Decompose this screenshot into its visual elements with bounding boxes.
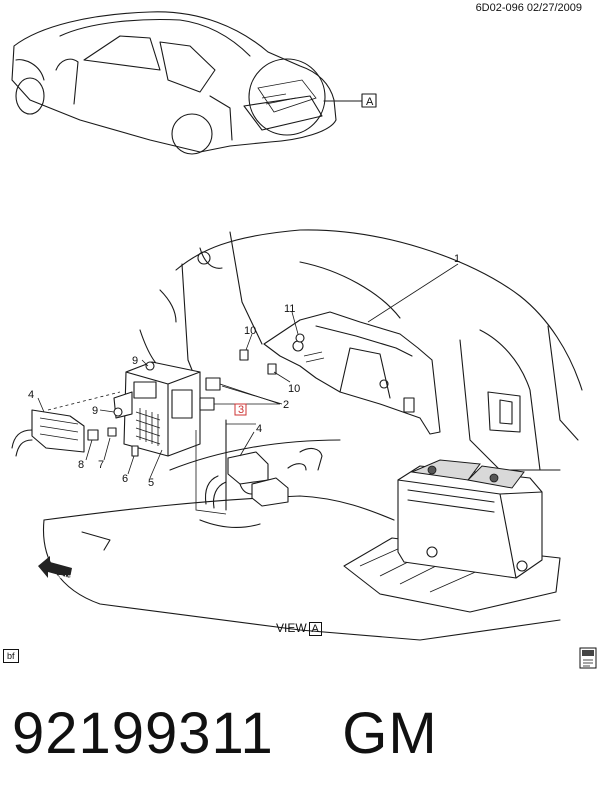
fuse-block: [113, 361, 201, 457]
callout-4-left: 4: [28, 389, 34, 401]
terminal-8: [87, 429, 99, 441]
callout-5: 5: [148, 477, 154, 489]
vehicle-overview-illustration: A: [11, 11, 377, 155]
wire-harness-connector-left: [11, 391, 121, 457]
battery-assembly: [343, 459, 561, 613]
document-symbol-icon: [579, 647, 597, 669]
callout-7: 7: [98, 459, 104, 471]
drawing-reference: 6D02-096 02/27/2009: [475, 2, 582, 14]
terminal-7: [107, 427, 117, 437]
bf-tag: bf: [3, 649, 19, 663]
callout-10-lower: 10: [288, 383, 300, 395]
clip-10-upper: [239, 349, 249, 361]
clip-10-lower: [267, 363, 277, 375]
callout-9-lower: 9: [92, 405, 98, 417]
view-a-marker: A: [366, 96, 374, 108]
callout-2: 2: [283, 399, 289, 411]
bolt-9-lower: [113, 407, 123, 417]
callout-1: 1: [454, 253, 460, 265]
part-number: 92199311 GM: [12, 701, 438, 766]
forward-direction-icon: FWD: [38, 556, 74, 582]
callout-8: 8: [78, 459, 84, 471]
callout-11: 11: [284, 303, 295, 315]
trunk-body-outline: [42, 229, 583, 641]
callout-10-upper: 10: [244, 325, 256, 337]
wire-harness-connector-right: [204, 419, 289, 511]
callout-4-right: 4: [256, 423, 262, 435]
fuse-block-bracket: [263, 311, 441, 435]
view-letter-box: A: [308, 622, 322, 636]
svg-text:FWD: FWD: [58, 575, 74, 582]
bolt-9-upper: [145, 361, 155, 371]
relay-2-lower: [199, 397, 215, 411]
callout-6: 6: [122, 473, 128, 485]
callout-3-box: [234, 403, 247, 416]
callout-9-upper: 9: [132, 355, 138, 367]
callout-3: 3: [238, 404, 244, 416]
relay-2-upper: [205, 377, 221, 391]
callout-leaders: [37, 263, 459, 515]
fuse-6: [131, 445, 139, 457]
zoom-circle: [248, 58, 326, 136]
nut-11: [295, 333, 305, 343]
